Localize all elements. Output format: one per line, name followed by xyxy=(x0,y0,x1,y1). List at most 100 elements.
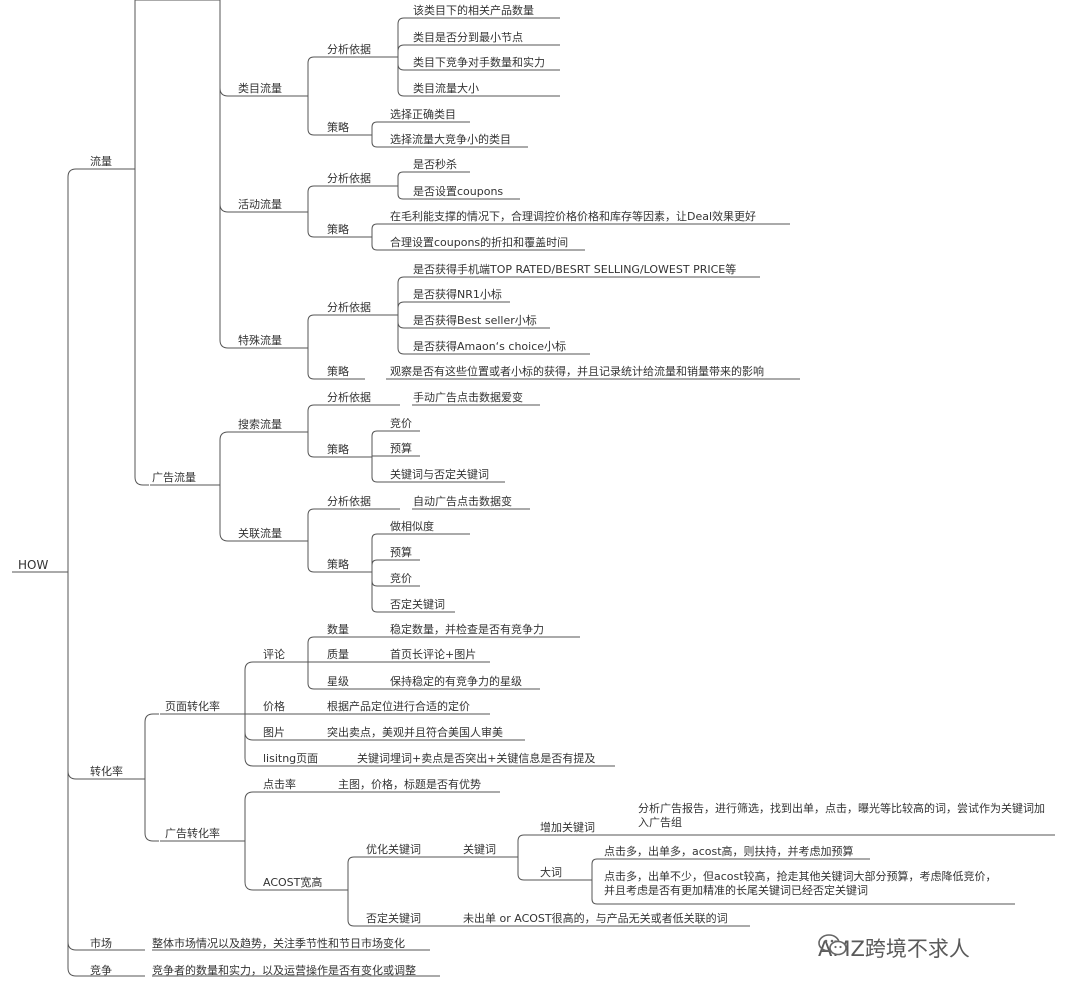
root-node: HOW xyxy=(18,558,49,572)
connector xyxy=(67,572,82,951)
big-keywords-item: 点击多，出单多，acost高，则扶持，并考虑加预算 xyxy=(604,845,854,858)
related-strategy-item: 竞价 xyxy=(390,572,412,585)
review-quality-text: 首页长评论+图片 xyxy=(390,648,477,661)
node-listing-page: lisitng页面 xyxy=(263,752,319,765)
node-special-traffic: 特殊流量 xyxy=(238,334,282,347)
activity-basis-label: 分析依据 xyxy=(327,172,371,185)
connector xyxy=(397,44,412,57)
connector xyxy=(219,431,234,485)
node-traffic: 流量 xyxy=(90,155,112,168)
node-search-traffic: 搜索流量 xyxy=(238,418,282,431)
connector xyxy=(144,713,159,779)
node-reviews: 评论 xyxy=(263,648,285,661)
connector xyxy=(134,0,136,169)
connector xyxy=(397,315,412,329)
connector xyxy=(397,315,412,355)
node-ctr: 点击率 xyxy=(263,778,296,791)
connector xyxy=(591,880,606,905)
connector xyxy=(591,858,606,880)
special-strategy-item: 观察是否有这些位置或者小标的获得，并且记录统计给流量和销量带来的影响 xyxy=(390,365,764,378)
connector xyxy=(307,662,322,690)
connector xyxy=(219,0,234,97)
connector xyxy=(244,841,259,891)
review-rating-text: 保持稳定的有竞争力的星级 xyxy=(390,675,522,688)
connector xyxy=(67,168,82,572)
connector xyxy=(397,276,412,315)
connector xyxy=(397,301,412,315)
related-strategy-item: 否定关键词 xyxy=(390,598,445,611)
connector xyxy=(347,890,362,927)
big-keywords-item: 点击多，出单不少，但acost较高，抢走其他关键词大部分预算，考虑降低竞价，并且… xyxy=(604,870,997,897)
node-negative-keywords: 否定关键词 xyxy=(366,912,421,925)
node-related-traffic: 关联流量 xyxy=(238,527,282,540)
connector xyxy=(397,17,412,57)
node-ad-conversion: 广告转化率 xyxy=(165,827,220,840)
connector xyxy=(307,348,322,380)
connector xyxy=(307,56,322,96)
special-basis-item: 是否获得Amaon‘s choice小标 xyxy=(413,340,567,353)
category-basis-item: 类目下竞争对手数量和实力 xyxy=(413,56,545,69)
connector xyxy=(307,432,322,458)
connector xyxy=(371,430,386,457)
node-activity-traffic: 活动流量 xyxy=(238,198,282,211)
category-strategy-item: 选择流量大竞争小的类目 xyxy=(390,133,511,146)
node-page-conversion: 页面转化率 xyxy=(165,700,220,713)
search-strategy-item: 预算 xyxy=(390,442,412,455)
connector xyxy=(244,714,259,741)
market-text: 整体市场情况以及趋势，关注季节性和节日市场变化 xyxy=(152,937,405,950)
node-keywords: 关键词 xyxy=(463,843,496,856)
related-basis-item: 自动广告点击数据变 xyxy=(413,495,512,508)
related-strategy-item: 做相似度 xyxy=(390,520,434,533)
add-keywords-text: 分析广告报告，进行筛选，找到出单，点击，曝光等比较高的词，尝试作为关键词加入广告… xyxy=(638,802,1045,829)
connector xyxy=(397,186,412,200)
connector xyxy=(307,212,322,238)
category-basis-item: 类目是否分到最小节点 xyxy=(413,31,523,44)
connector xyxy=(219,0,234,213)
images-text: 突出卖点，美观并且符合美国人审美 xyxy=(327,726,503,739)
node-market: 市场 xyxy=(90,937,112,950)
connector xyxy=(307,636,322,662)
connector xyxy=(371,223,386,237)
search-basis-label: 分析依据 xyxy=(327,391,371,404)
ctr-text: 主图，价格，标题是否有优势 xyxy=(338,778,481,791)
activity-strategy-label: 策略 xyxy=(327,223,349,236)
connector xyxy=(244,661,259,714)
search-basis-item: 手动广告点击数据爱变 xyxy=(413,391,523,404)
node-conversion: 转化率 xyxy=(90,765,123,778)
connector xyxy=(67,572,82,780)
competition-text: 竞争者的数量和实力，以及运营操作是否有变化或调整 xyxy=(152,964,416,977)
connector xyxy=(397,57,412,71)
review-quality-label: 质量 xyxy=(327,648,349,661)
connector xyxy=(371,455,386,457)
connector xyxy=(347,856,362,890)
connector xyxy=(371,572,386,613)
connector xyxy=(397,57,412,97)
category-basis-label: 分析依据 xyxy=(327,43,371,56)
connector xyxy=(307,96,322,136)
connector xyxy=(307,314,322,348)
connector xyxy=(397,171,412,186)
connector xyxy=(307,541,322,573)
connector xyxy=(307,404,322,432)
listing-page-text: 关键词埋词+卖点是否突出+关键信息是否有提及 xyxy=(357,752,596,765)
related-strategy-label: 策略 xyxy=(327,558,349,571)
node-add-keywords: 增加关键词 xyxy=(540,821,595,834)
node-competition: 竞争 xyxy=(90,964,112,977)
special-basis-label: 分析依据 xyxy=(327,301,371,314)
connector xyxy=(371,237,386,251)
node-images: 图片 xyxy=(263,726,285,739)
activity-basis-item: 是否秒杀 xyxy=(413,158,457,171)
category-basis-item: 类目流量大小 xyxy=(413,82,479,95)
search-strategy-item: 关键词与否定关键词 xyxy=(390,468,489,481)
node-ad-traffic: 广告流量 xyxy=(152,471,196,484)
category-strategy-item: 选择正确类目 xyxy=(390,108,456,121)
node-category-traffic: 类目流量 xyxy=(238,82,282,95)
connector xyxy=(371,572,386,587)
category-strategy-label: 策略 xyxy=(327,121,349,134)
connector xyxy=(307,508,322,541)
node-optimize-keywords: 优化关键词 xyxy=(366,843,421,856)
related-basis-label: 分析依据 xyxy=(327,495,371,508)
node-price: 价格 xyxy=(263,700,285,713)
